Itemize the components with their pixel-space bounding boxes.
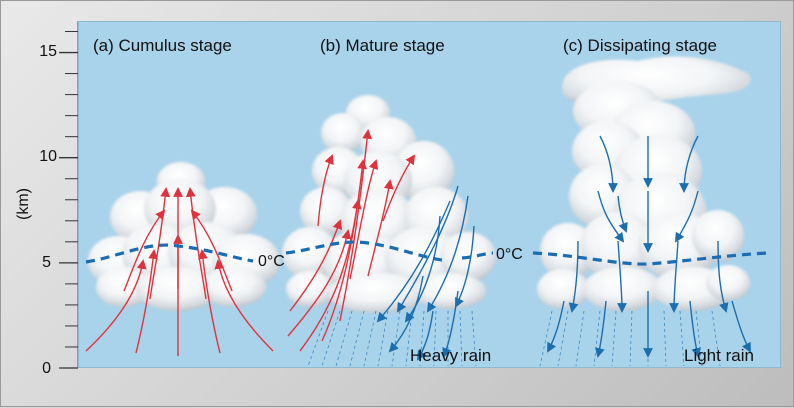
axis-tick-label-0: 0 [42,360,51,377]
stage-title-cumulus: (a) Cumulus stage [93,36,232,55]
axis-label: (km) [15,188,32,220]
cumulus-updrafts [85,187,274,356]
stage-title-dissipating: (c) Dissipating stage [563,36,717,55]
mature-updrafts [287,129,416,352]
cumulus-cloud [88,162,280,311]
stage-title-mature: (b) Mature stage [320,36,445,55]
altitude-axis: 0 5 10 15 (km) [15,21,79,377]
mature-rain-shaft [307,310,477,367]
axis-tick-label-15: 15 [39,43,57,60]
axis-tick-label-10: 10 [39,148,57,165]
mature-downdrafts [376,185,475,361]
axis-tick-label-5: 5 [42,254,51,271]
light-rain-label: Light rain [684,346,754,365]
dissipating-downdrafts [547,135,751,358]
freezing-label-dissipating: 0°C [496,246,523,263]
thunderstorm-diagram: (a) Cumulus stage (b) Mature stage (c) D… [85,36,769,367]
freezing-label-mature: 0°C [258,253,285,270]
freezing-level-line [85,240,769,266]
heavy-rain-label: Heavy rain [410,346,491,365]
